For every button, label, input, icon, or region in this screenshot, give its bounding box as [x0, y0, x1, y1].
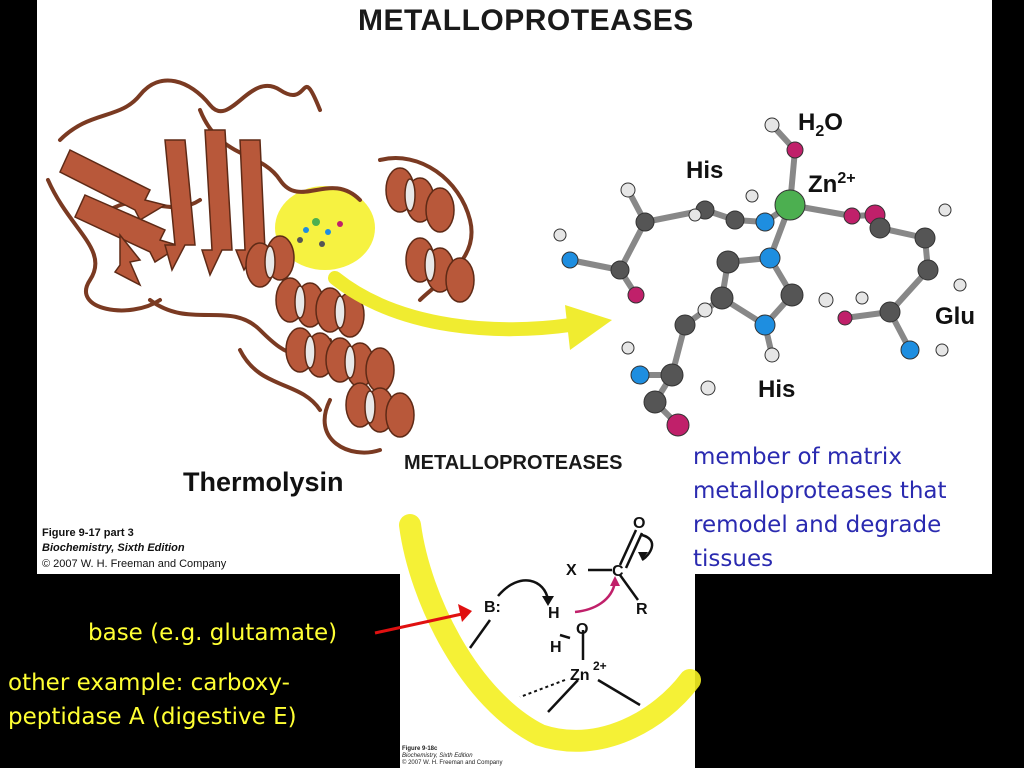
mech-base: B: [484, 599, 501, 616]
mechanism-figure-number: Figure 9-18c [402, 746, 438, 752]
label-water: H2O [798, 109, 843, 140]
slide-title: METALLOPROTEASES [358, 4, 694, 37]
note-line: tissues [693, 546, 774, 572]
mech-zn: Zn [570, 667, 590, 684]
label-glu: Glu [935, 303, 975, 330]
active-site-highlight [275, 186, 375, 270]
base-note: base (e.g. glutamate) [88, 620, 338, 646]
figure-panel-top [37, 0, 992, 574]
mech-x: X [566, 562, 577, 579]
note-line: member of matrix [693, 444, 902, 470]
mech-h-top: H [548, 605, 560, 622]
mechanism-figure-copyright: © 2007 W. H. Freeman and Company [402, 760, 503, 766]
mech-o-water: O [576, 621, 588, 638]
figure-subtitle: METALLOPROTEASES [404, 452, 623, 474]
figure-number: Figure 9-17 part 3 [42, 527, 134, 539]
label-zinc: Zn2+ [808, 170, 856, 198]
protein-name-label: Thermolysin [183, 467, 344, 497]
mech-h-bottom: H [550, 639, 562, 656]
example-note: other example: carboxy- peptidase A (dig… [8, 666, 297, 734]
label-his-bottom: His [758, 376, 795, 403]
mech-r: R [636, 601, 648, 618]
example-line: other example: carboxy- [8, 670, 290, 696]
mech-o-carbonyl: O [633, 515, 645, 532]
figure-copyright: © 2007 W. H. Freeman and Company [42, 558, 227, 570]
note-line: metalloproteases that [693, 478, 947, 504]
figure-book: Biochemistry, Sixth Edition [42, 542, 185, 554]
mechanism-backbone [399, 514, 701, 752]
mechanism-figure-book: Biochemistry, Sixth Edition [402, 753, 473, 759]
example-line: peptidase A (digestive E) [8, 704, 297, 730]
label-his-top: His [686, 157, 723, 184]
note-line: remodel and degrade [693, 512, 942, 538]
matrix-metalloprotease-note: member of matrix metalloproteases that r… [693, 440, 947, 576]
mech-zn-charge: 2+ [593, 659, 607, 673]
mech-c: C [612, 563, 624, 580]
